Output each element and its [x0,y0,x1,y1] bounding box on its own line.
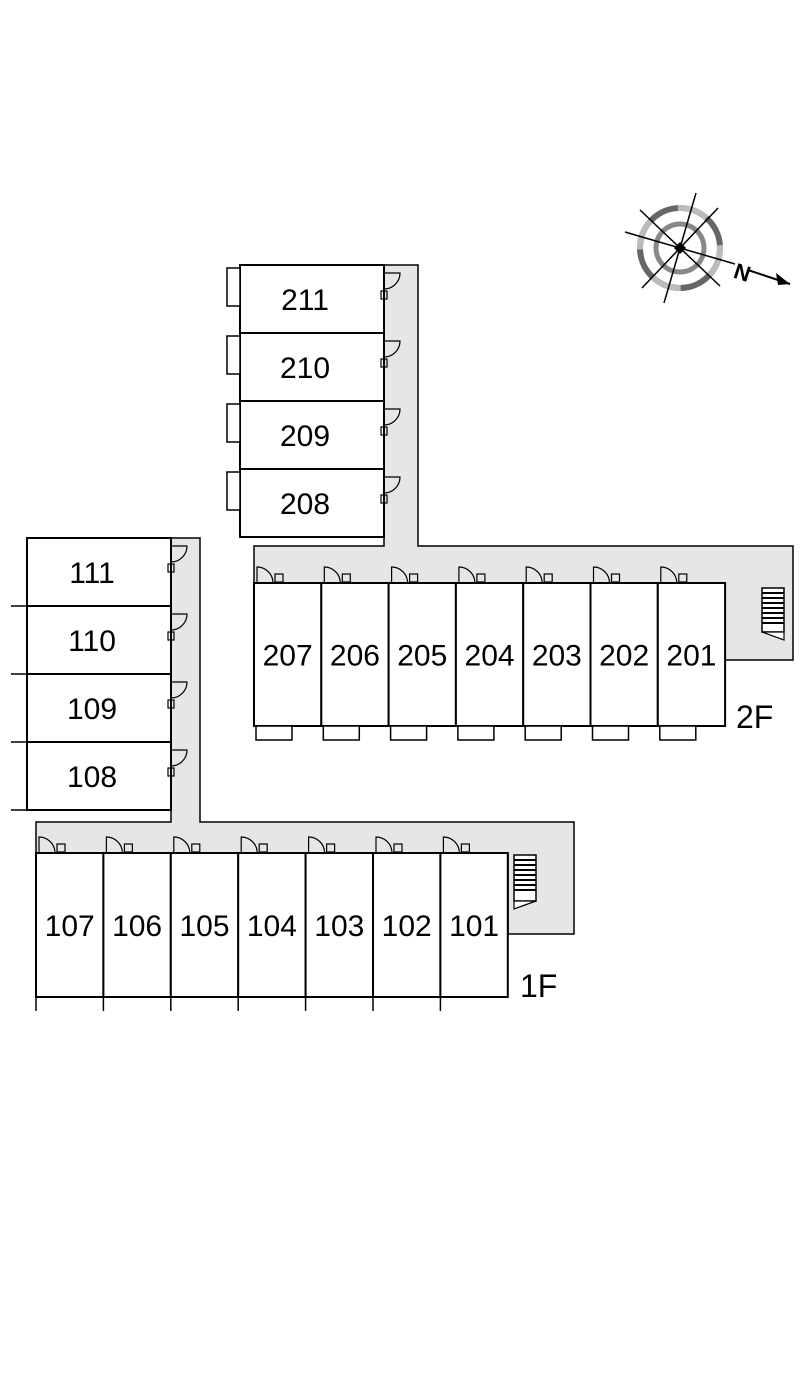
door-icon [391,566,419,584]
door-icon [660,566,688,584]
door-icon [458,566,486,584]
door-icon [525,566,553,584]
room-104: 104 [237,836,307,1011]
room-number: 105 [179,910,229,943]
room-number: 206 [330,640,380,673]
room-103: 103 [304,836,375,1011]
stairs-2f-icon [761,587,785,641]
room-number: 108 [67,761,117,794]
door-icon [240,836,268,854]
door-icon [380,476,401,504]
room-number: 102 [382,910,432,943]
room-106: 106 [102,836,172,1011]
stairs-1f-icon [513,854,537,910]
room-number: 106 [112,910,162,943]
room-111: 111 [11,537,188,607]
room-number: 110 [68,625,116,658]
door-icon [105,836,134,854]
room-number: 101 [449,910,499,943]
door-icon [380,340,401,368]
room-211: 211 [226,264,401,334]
door-icon [167,545,188,573]
room-number: 103 [314,910,364,943]
door-icon [375,836,403,854]
room-108: 108 [11,741,188,811]
room-number: 211 [281,284,329,317]
room-205: 205 [387,566,457,741]
floor-label-1f: 1F [520,968,557,1004]
north-arrow-icon: N [731,258,791,287]
room-number: 210 [280,352,330,385]
door-icon [323,566,351,584]
room-107: 107 [35,836,105,1011]
room-number: 201 [666,640,716,673]
room-102: 102 [372,836,442,1011]
room-number: 203 [532,640,582,673]
room-number: 111 [69,557,115,590]
door-icon [38,836,66,854]
room-number: 104 [247,910,297,943]
room-202: 202 [589,566,659,741]
door-icon [308,836,336,854]
floor-label-2f: 2F [736,699,773,735]
door-icon [167,749,188,777]
room-203: 203 [522,566,592,741]
door-icon [442,836,470,854]
room-number: 207 [263,640,313,673]
floor-2f: 211 210 209 208 207 206 205 204 203 202 201 2F [226,264,794,741]
room-208: 208 [226,468,401,538]
room-number: 202 [599,640,649,673]
door-icon [173,836,201,854]
compass-label: N [731,258,754,287]
room-207: 207 [253,566,323,741]
door-icon [380,272,401,300]
door-icon [380,408,401,436]
room-109: 109 [11,673,188,743]
door-icon [592,566,621,584]
room-206: 206 [320,566,390,741]
room-210: 210 [226,332,401,402]
room-number: 205 [397,640,447,673]
room-number: 208 [280,488,330,521]
room-number: 107 [45,910,95,943]
room-209: 209 [226,400,401,470]
room-204: 204 [454,566,525,741]
door-icon [167,681,188,709]
floor-1f: 111 110 109 108 107 106 105 104 103 102 101 1F [11,537,575,1011]
door-icon [167,613,188,641]
room-110: 110 [11,605,188,675]
door-icon [256,566,284,584]
compass-icon [624,192,736,304]
room-number: 204 [465,640,515,673]
room-101: 101 [439,836,509,1011]
room-number: 209 [280,420,330,453]
room-number: 109 [67,693,117,726]
room-201: 201 [656,566,727,741]
room-105: 105 [169,836,240,1011]
